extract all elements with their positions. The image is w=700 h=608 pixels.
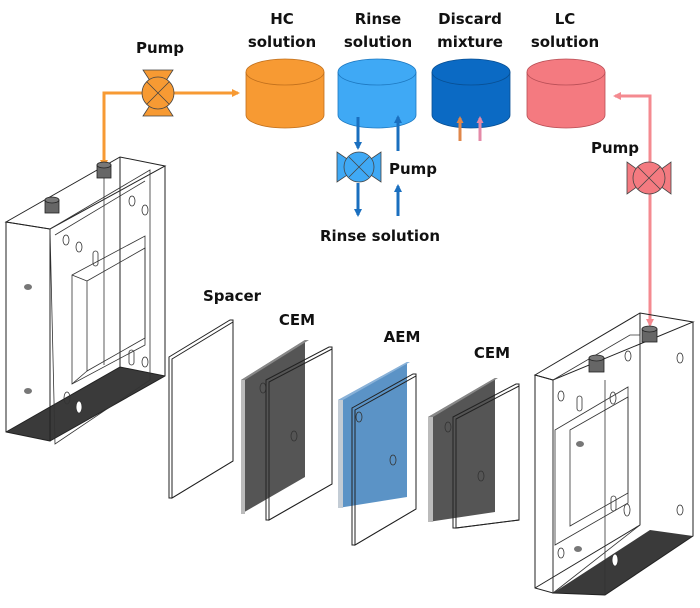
port-icon [641,325,658,343]
spacer-label: Spacer [203,287,262,305]
cylinder-icon [245,58,325,129]
tank-lc-label-line1: LC [555,10,576,28]
tank-rinse-label-line2: solution [344,33,412,51]
tank-discard: Discard mixture [431,10,511,141]
spacer-frame [168,319,234,499]
pump-rinse-icon [336,151,382,183]
aem-label: AEM [384,328,421,346]
pump-left-icon [141,69,175,117]
cem-2-label: CEM [474,344,510,362]
cem-1-membrane [241,340,333,521]
tank-rinse-label-line1: Rinse [355,10,401,28]
port-icon [96,161,112,179]
tank-hc-label-line2: solution [248,33,316,51]
cylinder-icon [431,58,511,129]
lc-flow-line [613,92,654,327]
pump-rinse-label: Pump [389,160,437,178]
cem-1-label: CEM [279,311,315,329]
rinse-flow-lines [354,115,402,217]
pump-left-label: Pump [136,39,184,57]
tank-discard-label-line2: mixture [437,33,503,51]
tank-rinse: Rinse solution [337,10,417,129]
hc-flow-line [100,89,240,168]
cylinder-icon [337,58,417,129]
aem-membrane [338,362,417,546]
cylinder-icon [526,58,606,129]
tank-discard-label-line1: Discard [438,10,502,28]
tank-lc-label-line2: solution [531,33,599,51]
port-icon [44,196,60,214]
tank-hc-label-line1: HC [270,10,294,28]
rinse-solution-label: Rinse solution [320,227,440,245]
tank-hc: HC solution [245,10,325,129]
end-plate-left [4,156,167,445]
port-icon [588,354,605,373]
tank-lc: LC solution [526,10,606,129]
end-plate-right [533,312,695,596]
pump-right-label: Pump [591,139,639,157]
pump-right-icon [626,161,672,195]
cem-2-membrane [428,378,520,529]
